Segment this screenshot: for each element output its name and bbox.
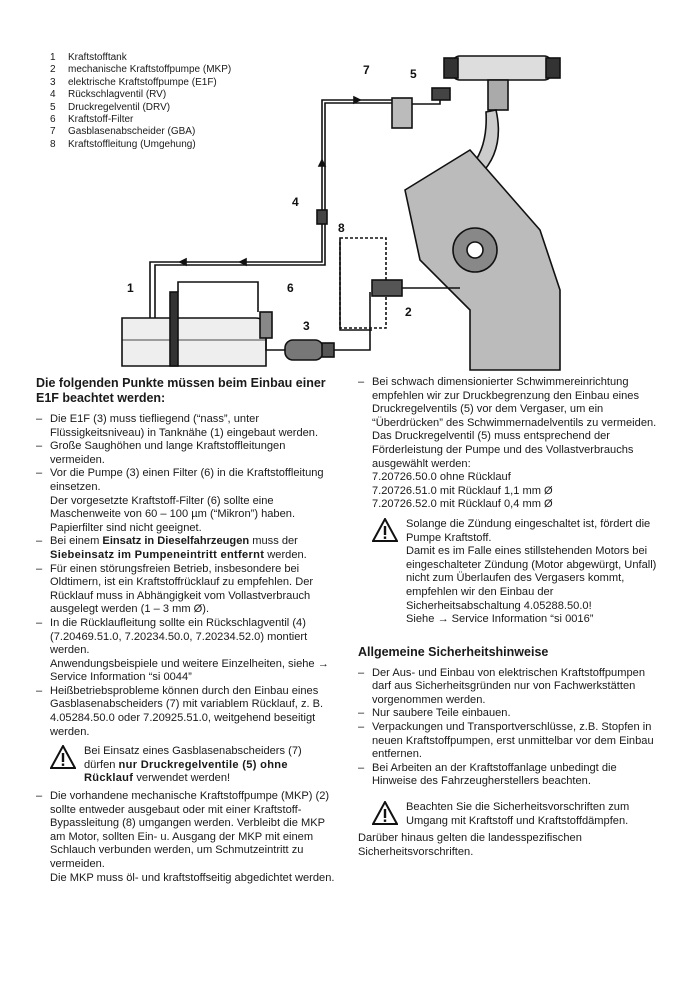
tank-pickup bbox=[169, 291, 179, 367]
list-item-continuation: Anwendungsbeispiele und weitere Einzelhe… bbox=[50, 657, 329, 684]
callout-4: 4 bbox=[292, 195, 299, 209]
list-item: –In die Rücklaufleitung sollte ein Rücks… bbox=[36, 616, 308, 657]
part-number: 7.20726.51.0 mit Rücklauf 1,1 mm Ø bbox=[372, 484, 553, 497]
list-item: –Die E1F (3) muss tiefliegend (“nass”, u… bbox=[36, 413, 319, 439]
left-column: Die folgenden Punkte müssen beim Einbau … bbox=[36, 376, 336, 885]
section-heading: Die folgenden Punkte müssen beim Einbau … bbox=[36, 376, 326, 405]
warning-note: Beachten Sie die Sicherheitsvorschriften… bbox=[372, 801, 658, 828]
list-item: –Vor die Pumpe (3) einen Filter (6) in d… bbox=[36, 467, 324, 493]
warning-icon bbox=[50, 745, 76, 770]
callout-3: 3 bbox=[303, 319, 310, 333]
fuel-system-diagram: 1 2 3 4 5 6 7 8 bbox=[121, 55, 561, 371]
pressure-regulator bbox=[431, 87, 451, 101]
fuel-filter bbox=[259, 311, 273, 339]
mechanical-pump bbox=[371, 279, 403, 297]
callout-2: 2 bbox=[405, 305, 412, 319]
list-item: –Heißbetriebsprobleme können durch den E… bbox=[36, 684, 324, 738]
list-item: –Bei schwach dimensionierter Schwimmerei… bbox=[358, 376, 657, 429]
callout-1: 1 bbox=[127, 281, 134, 295]
callout-5: 5 bbox=[410, 67, 417, 81]
list-item-continuation: Das Druckregelventil (5) muss entspreche… bbox=[372, 430, 634, 470]
part-number: 7.20726.52.0 mit Rücklauf 0,4 mm Ø bbox=[372, 498, 553, 511]
callout-7: 7 bbox=[363, 63, 370, 77]
part-number: 7.20726.50.0 ohne Rücklauf bbox=[372, 471, 511, 484]
list-item: –Bei Arbeiten an der Kraftstoffanlage un… bbox=[358, 761, 617, 788]
fuel-tank bbox=[121, 317, 267, 367]
list-item: –Nur saubere Teile einbauen. bbox=[358, 707, 511, 720]
warning-note: Bei Einsatz eines Gasblasenabscheiders (… bbox=[50, 745, 336, 786]
electric-pump bbox=[284, 339, 324, 361]
warning-icon bbox=[372, 517, 398, 542]
list-item: –Große Saughöhen und lange Kraftstofflei… bbox=[36, 440, 286, 466]
check-valve bbox=[316, 209, 328, 225]
right-column: –Bei schwach dimensionierter Schwimmerei… bbox=[358, 376, 658, 859]
warning-icon bbox=[372, 801, 398, 826]
list-item: –Der Aus- und Einbau von elektrischen Kr… bbox=[358, 666, 645, 706]
gas-separator bbox=[391, 97, 413, 129]
carburettor bbox=[451, 55, 553, 81]
section-heading: Allgemeine Sicherheitshinweise bbox=[358, 644, 549, 659]
list-item-continuation: Die MKP muss öl- und kraftstoffseitig ab… bbox=[50, 871, 335, 884]
closing-text: Darüber hinaus gelten die landesspezifis… bbox=[358, 832, 582, 858]
callout-6: 6 bbox=[287, 281, 294, 295]
list-item: –Verpackungen und Transportverschlüsse, … bbox=[358, 721, 654, 761]
list-item: –Für einen störungsfreien Betrieb, insbe… bbox=[36, 562, 314, 616]
list-item-continuation: Der vorgesetzte Kraftstoff-Filter (6) so… bbox=[50, 494, 296, 534]
warning-note: Solange die Zündung eingeschaltet ist, f… bbox=[372, 517, 658, 627]
list-item: –Bei einem Einsatz in Dieselfahrzeugen m… bbox=[36, 535, 307, 561]
list-item: –Die vorhandene mechanische Kraftstoffpu… bbox=[36, 790, 330, 870]
callout-8: 8 bbox=[338, 221, 345, 235]
